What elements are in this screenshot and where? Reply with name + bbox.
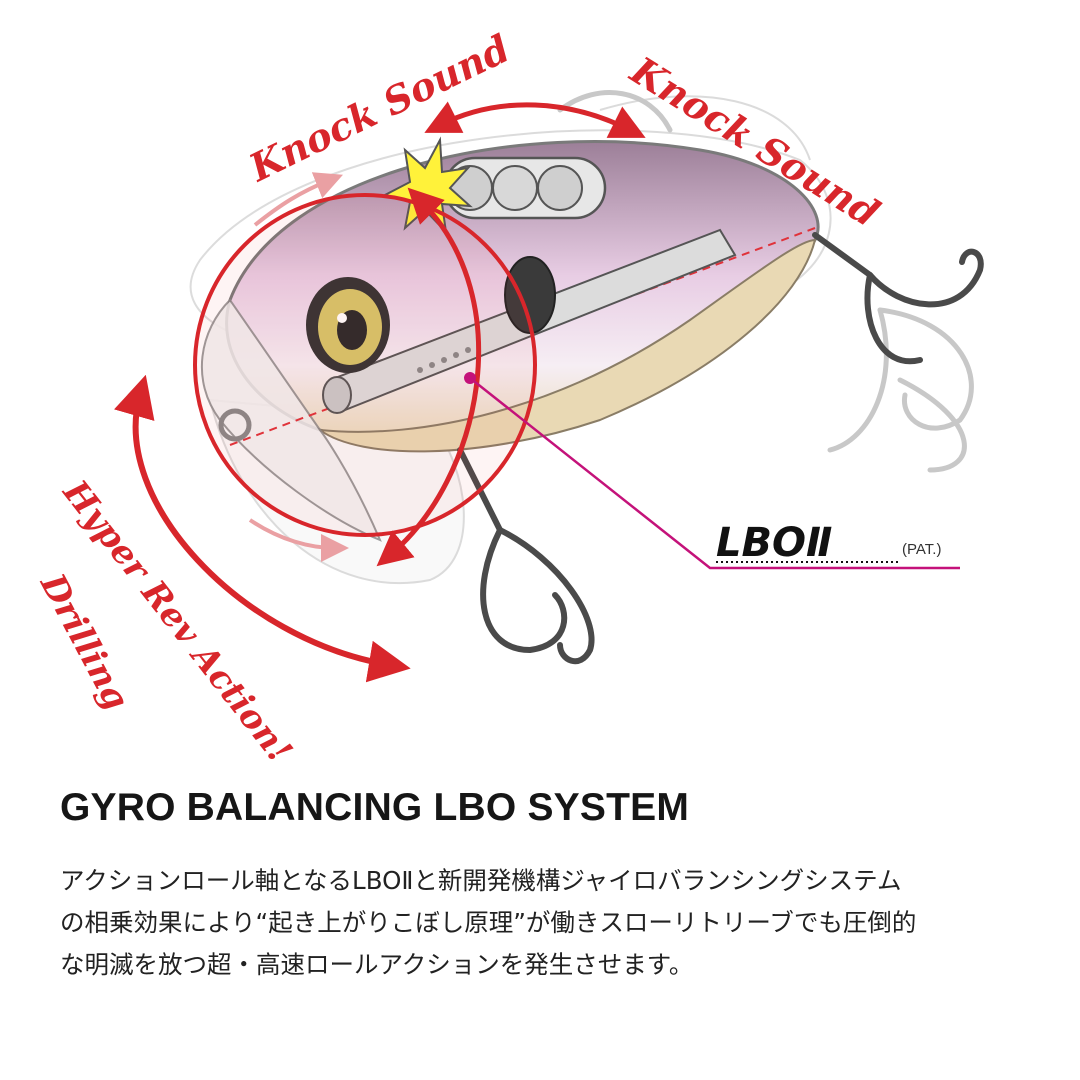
description-line: な明滅を放つ超・高速ロールアクションを発生させます。	[60, 950, 694, 979]
roll-circle	[193, 193, 537, 537]
ghost-hooks	[557, 90, 974, 473]
lure-diagram: Knock Sound Knock Sound Hyper Rev Action…	[32, 25, 984, 760]
description-line: アクションロール軸となるLBOⅡと新開発機構ジャイロバランシングシステム	[60, 866, 902, 895]
lure-eye-icon	[306, 277, 390, 373]
roll-arrow-inner	[376, 187, 482, 567]
page-title: GYRO BALANCING LBO SYSTEM	[60, 786, 690, 829]
lbo-callout	[464, 372, 960, 570]
pat-label: (PAT.)	[902, 541, 941, 558]
description: アクションロール軸となるLBOⅡと新開発機構ジャイロバランシングシステム の相乗…	[60, 860, 1040, 986]
description-line: の相乗効果により“起き上がりこぼし原理”が働きスローリトリーブでも圧倒的	[60, 908, 917, 937]
lbo-mark: LBOⅡ	[716, 520, 832, 566]
drilling-label: Drilling	[32, 567, 137, 717]
knock-arrow-top	[424, 101, 646, 138]
hyper-rev-arrow	[114, 374, 411, 683]
knock-arrow-left-top	[253, 172, 343, 227]
